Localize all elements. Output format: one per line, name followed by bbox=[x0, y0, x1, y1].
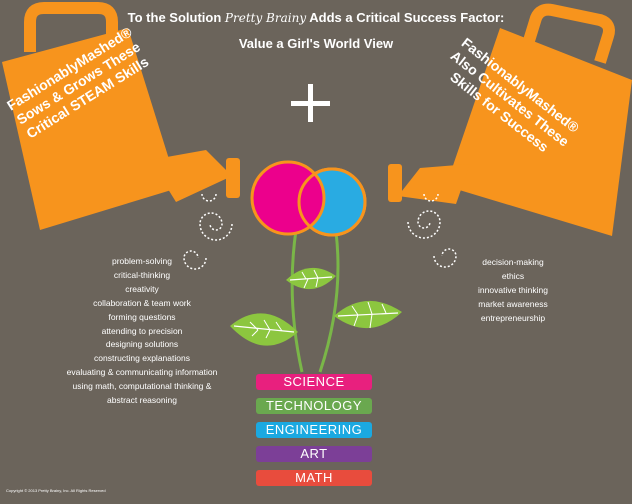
swirl-decoration-icon bbox=[183, 193, 457, 270]
list-item: abstract reasoning bbox=[107, 395, 177, 406]
stem-label-science: SCIENCE bbox=[256, 374, 372, 390]
list-item: decision-making bbox=[482, 257, 544, 267]
flower-stems bbox=[290, 229, 340, 373]
list-item: collaboration & team work bbox=[93, 297, 191, 308]
brand-name: Pretty Brainy bbox=[224, 11, 307, 25]
stem-label-technology: TECHNOLOGY bbox=[256, 398, 372, 414]
list-item: problem-solving bbox=[112, 256, 172, 266]
list-item: evaluating & communicating information bbox=[66, 367, 218, 378]
list-item: ethics bbox=[501, 270, 525, 281]
copyright-text: Copyright © 2013 Pretty Brainy, Inc. All… bbox=[6, 488, 106, 493]
right-skills-list: decision-making ethics innovative thinki… bbox=[424, 256, 602, 326]
plus-icon bbox=[291, 84, 330, 122]
venn-flower-icon bbox=[250, 160, 367, 237]
list-item: using math, computational thinking & bbox=[72, 381, 212, 392]
list-item: innovative thinking bbox=[478, 284, 548, 295]
title-line-2: Value a Girl's World View bbox=[238, 36, 394, 51]
left-skills-list: problem-solving critical-thinking creati… bbox=[28, 255, 256, 408]
list-item: forming questions bbox=[108, 311, 176, 322]
stem-label-math: MATH bbox=[256, 470, 372, 486]
list-item: designing solutions bbox=[105, 339, 179, 350]
list-item: constructing explanations bbox=[94, 353, 190, 364]
right-watering-can-icon bbox=[388, 3, 632, 236]
list-item: market awareness bbox=[478, 298, 548, 309]
title-prefix: To the Solution bbox=[127, 10, 222, 25]
left-watering-can-icon bbox=[2, 2, 240, 230]
list-item: critical-thinking bbox=[113, 269, 171, 280]
stem-label-art: ART bbox=[256, 446, 372, 462]
list-item: creativity bbox=[125, 283, 159, 294]
stem-label-engineering: ENGINEERING bbox=[256, 422, 372, 438]
list-item: attending to precision bbox=[101, 325, 183, 336]
list-item: entrepreneurship bbox=[480, 312, 546, 323]
leaf-icon bbox=[334, 300, 402, 329]
title-suffix: Adds a Critical Success Factor: bbox=[309, 10, 505, 25]
leaf-icon bbox=[286, 267, 336, 290]
title-line-1: To the Solution Pretty Brainy Adds a Cri… bbox=[0, 10, 632, 25]
leaf-icon bbox=[230, 313, 298, 346]
